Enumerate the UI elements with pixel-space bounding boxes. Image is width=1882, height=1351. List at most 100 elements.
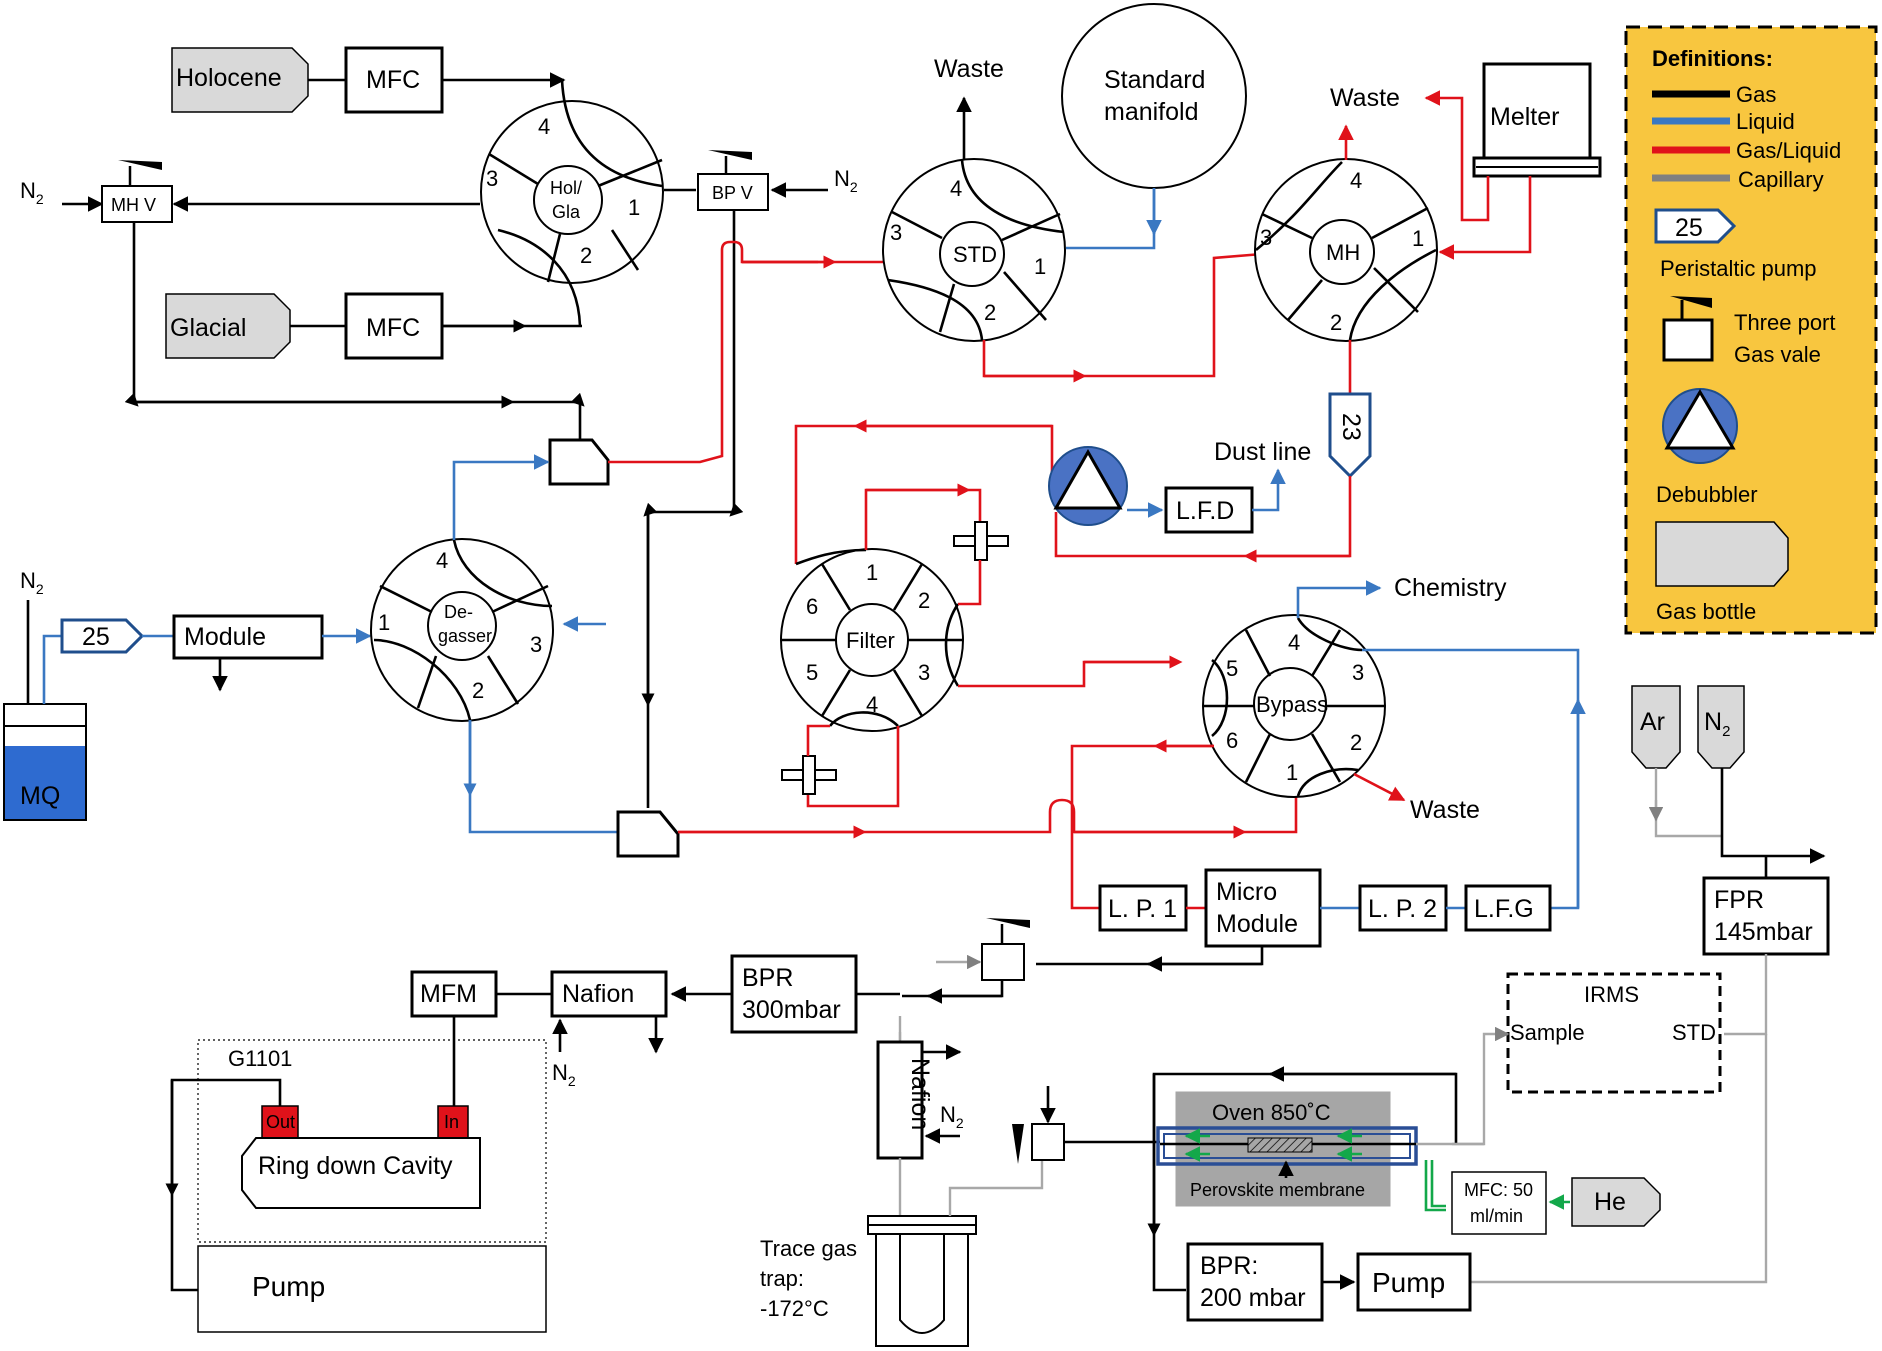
mfc-glacial-box [344,292,444,360]
filter-port-6: 6 [806,594,818,619]
filter-label: Filter [846,628,895,653]
lower-three-port-valve [981,943,1025,981]
std-label: STD [953,242,997,267]
mh-port-2: 2 [1330,310,1342,335]
oven-small-valve [1031,1123,1065,1161]
lfd-box [1164,486,1254,534]
bypass-port-2: 2 [1350,730,1362,755]
micro-module-label-2: Module [1216,910,1298,938]
legend-liquid-label: Liquid [1736,109,1795,134]
holocene-label: Holocene [176,64,282,92]
fpr-label-1: FPR [1714,886,1764,914]
n2-bottle-label: N2 [1704,708,1730,740]
ring-down-label: Ring down Cavity [258,1152,453,1180]
trap-tube [899,1234,945,1334]
bypass-valve-center [1253,667,1327,741]
degasser-port-2: 2 [472,678,484,703]
legend-gas-label: Gas [1736,82,1776,107]
pump-23-label: 23 [1337,413,1365,441]
in-port [437,1105,469,1139]
bpr200-label-1: BPR: [1200,1252,1258,1280]
std-port-2: 2 [984,300,996,325]
membrane-tube-inner [1163,1133,1411,1159]
mfc50-box [1451,1171,1547,1235]
mh-waste-label: Waste [1330,84,1400,112]
filter-port-5: 5 [806,660,818,685]
bpv-section: BP V N2 [641,150,858,808]
pump-23 [1328,392,1372,479]
perovskite-label: Perovskite membrane [1190,1180,1365,1200]
legend: Definitions: Gas Liquid Gas/Liquid Capil… [1624,25,1878,635]
holgla-section: Holocene Glacial MFC MFC Hol/ Gla 4 3 1 … [20,46,664,440]
dust-line-label: Dust line [1214,438,1311,466]
std-port-3: 3 [890,220,902,245]
lfg-label: L.F.G [1474,895,1534,923]
legend-capillary-label: Capillary [1738,167,1824,192]
mq-cap [3,703,87,727]
mfm-label: MFM [420,980,477,1008]
junction-upper [548,438,610,486]
standard-manifold [1061,3,1247,189]
legend-debubbler-triangle [1664,389,1736,450]
melter-box [1482,62,1592,160]
mh-section: MH 4 3 1 2 Waste Melter 23 [1054,62,1602,563]
mfc-holocene-label: MFC [366,66,420,94]
degasser-section: N2 MQ 25 Module De- gasser 4 1 3 2 [3,454,618,834]
bpr300-label-1: BPR [742,964,793,992]
mq-label: MQ [20,782,60,810]
holgla-port-2: 2 [580,243,592,268]
chemistry-label: Chemistry [1394,574,1507,602]
mh-port-1: 1 [1412,226,1424,251]
bpv-n2-label: N2 [834,166,858,195]
filter-port-4: 4 [866,692,878,717]
std-section: STD Waste 4 3 1 2 Standard manifold [882,3,1263,383]
legend-title: Definitions: [1652,46,1773,71]
trace-label-2: trap: [760,1266,804,1291]
nafion-vertical-n2-label: N2 [940,1102,964,1131]
holgla-port-1: 1 [628,195,640,220]
holocene-bottle [171,47,309,113]
pump-small-box [1356,1252,1472,1312]
holgla-label-1: Hol/ [550,178,582,198]
bpr200-box [1186,1242,1324,1322]
glacial-bottle [165,293,291,359]
legend-valve-label-1: Three port [1734,310,1836,335]
holgla-valve-center [533,165,603,235]
degasser-valve-center [427,591,497,661]
in-port-label: In [444,1112,459,1132]
legend-valve-icon [1662,318,1714,362]
degasser-label-1: De- [444,602,473,622]
membrane-hatch [1247,1137,1313,1153]
bpr200-label-2: 200 mbar [1200,1284,1306,1312]
pump-big-box [197,1245,547,1333]
module-box [172,614,324,660]
filter-holder-bottom-stem [802,755,816,795]
bpv-box [697,173,769,211]
bypass-port-5: 5 [1226,656,1238,681]
legend-valve-flag [1670,296,1712,308]
oven-section: Oven 850˚C Perovskite membrane MFC: 50 m… [1012,1066,1661,1322]
legend-pump-number: 25 [1675,214,1703,242]
legend-pump-icon [1654,208,1737,244]
trap-dewar [875,1233,969,1347]
pump-25 [60,618,145,654]
lfd-label: L.F.D [1176,497,1234,525]
bypass-label: Bypass [1256,692,1328,717]
irms-std-label: STD [1672,1020,1716,1045]
lfg-box [1464,884,1552,932]
holgla-port-3: 3 [486,166,498,191]
bpr300-label-2: 300mbar [742,996,841,1024]
legend-gasliquid-label: Gas/Liquid [1736,138,1841,163]
irms-box [1506,972,1722,1094]
pump-small-label: Pump [1372,1267,1445,1298]
ring-down-cavity [241,1137,481,1209]
he-bottle [1571,1177,1661,1227]
ar-label: Ar [1640,708,1665,736]
holgla-label-2: Gla [552,202,581,222]
degasser-label-2: gasser [438,626,492,646]
ar-bottle [1631,685,1681,769]
fpr-section: Ar N2 FPR 145mbar [1470,685,1830,1284]
lp2-label: L. P. 2 [1368,895,1437,923]
degasser-port-4: 4 [436,548,448,573]
